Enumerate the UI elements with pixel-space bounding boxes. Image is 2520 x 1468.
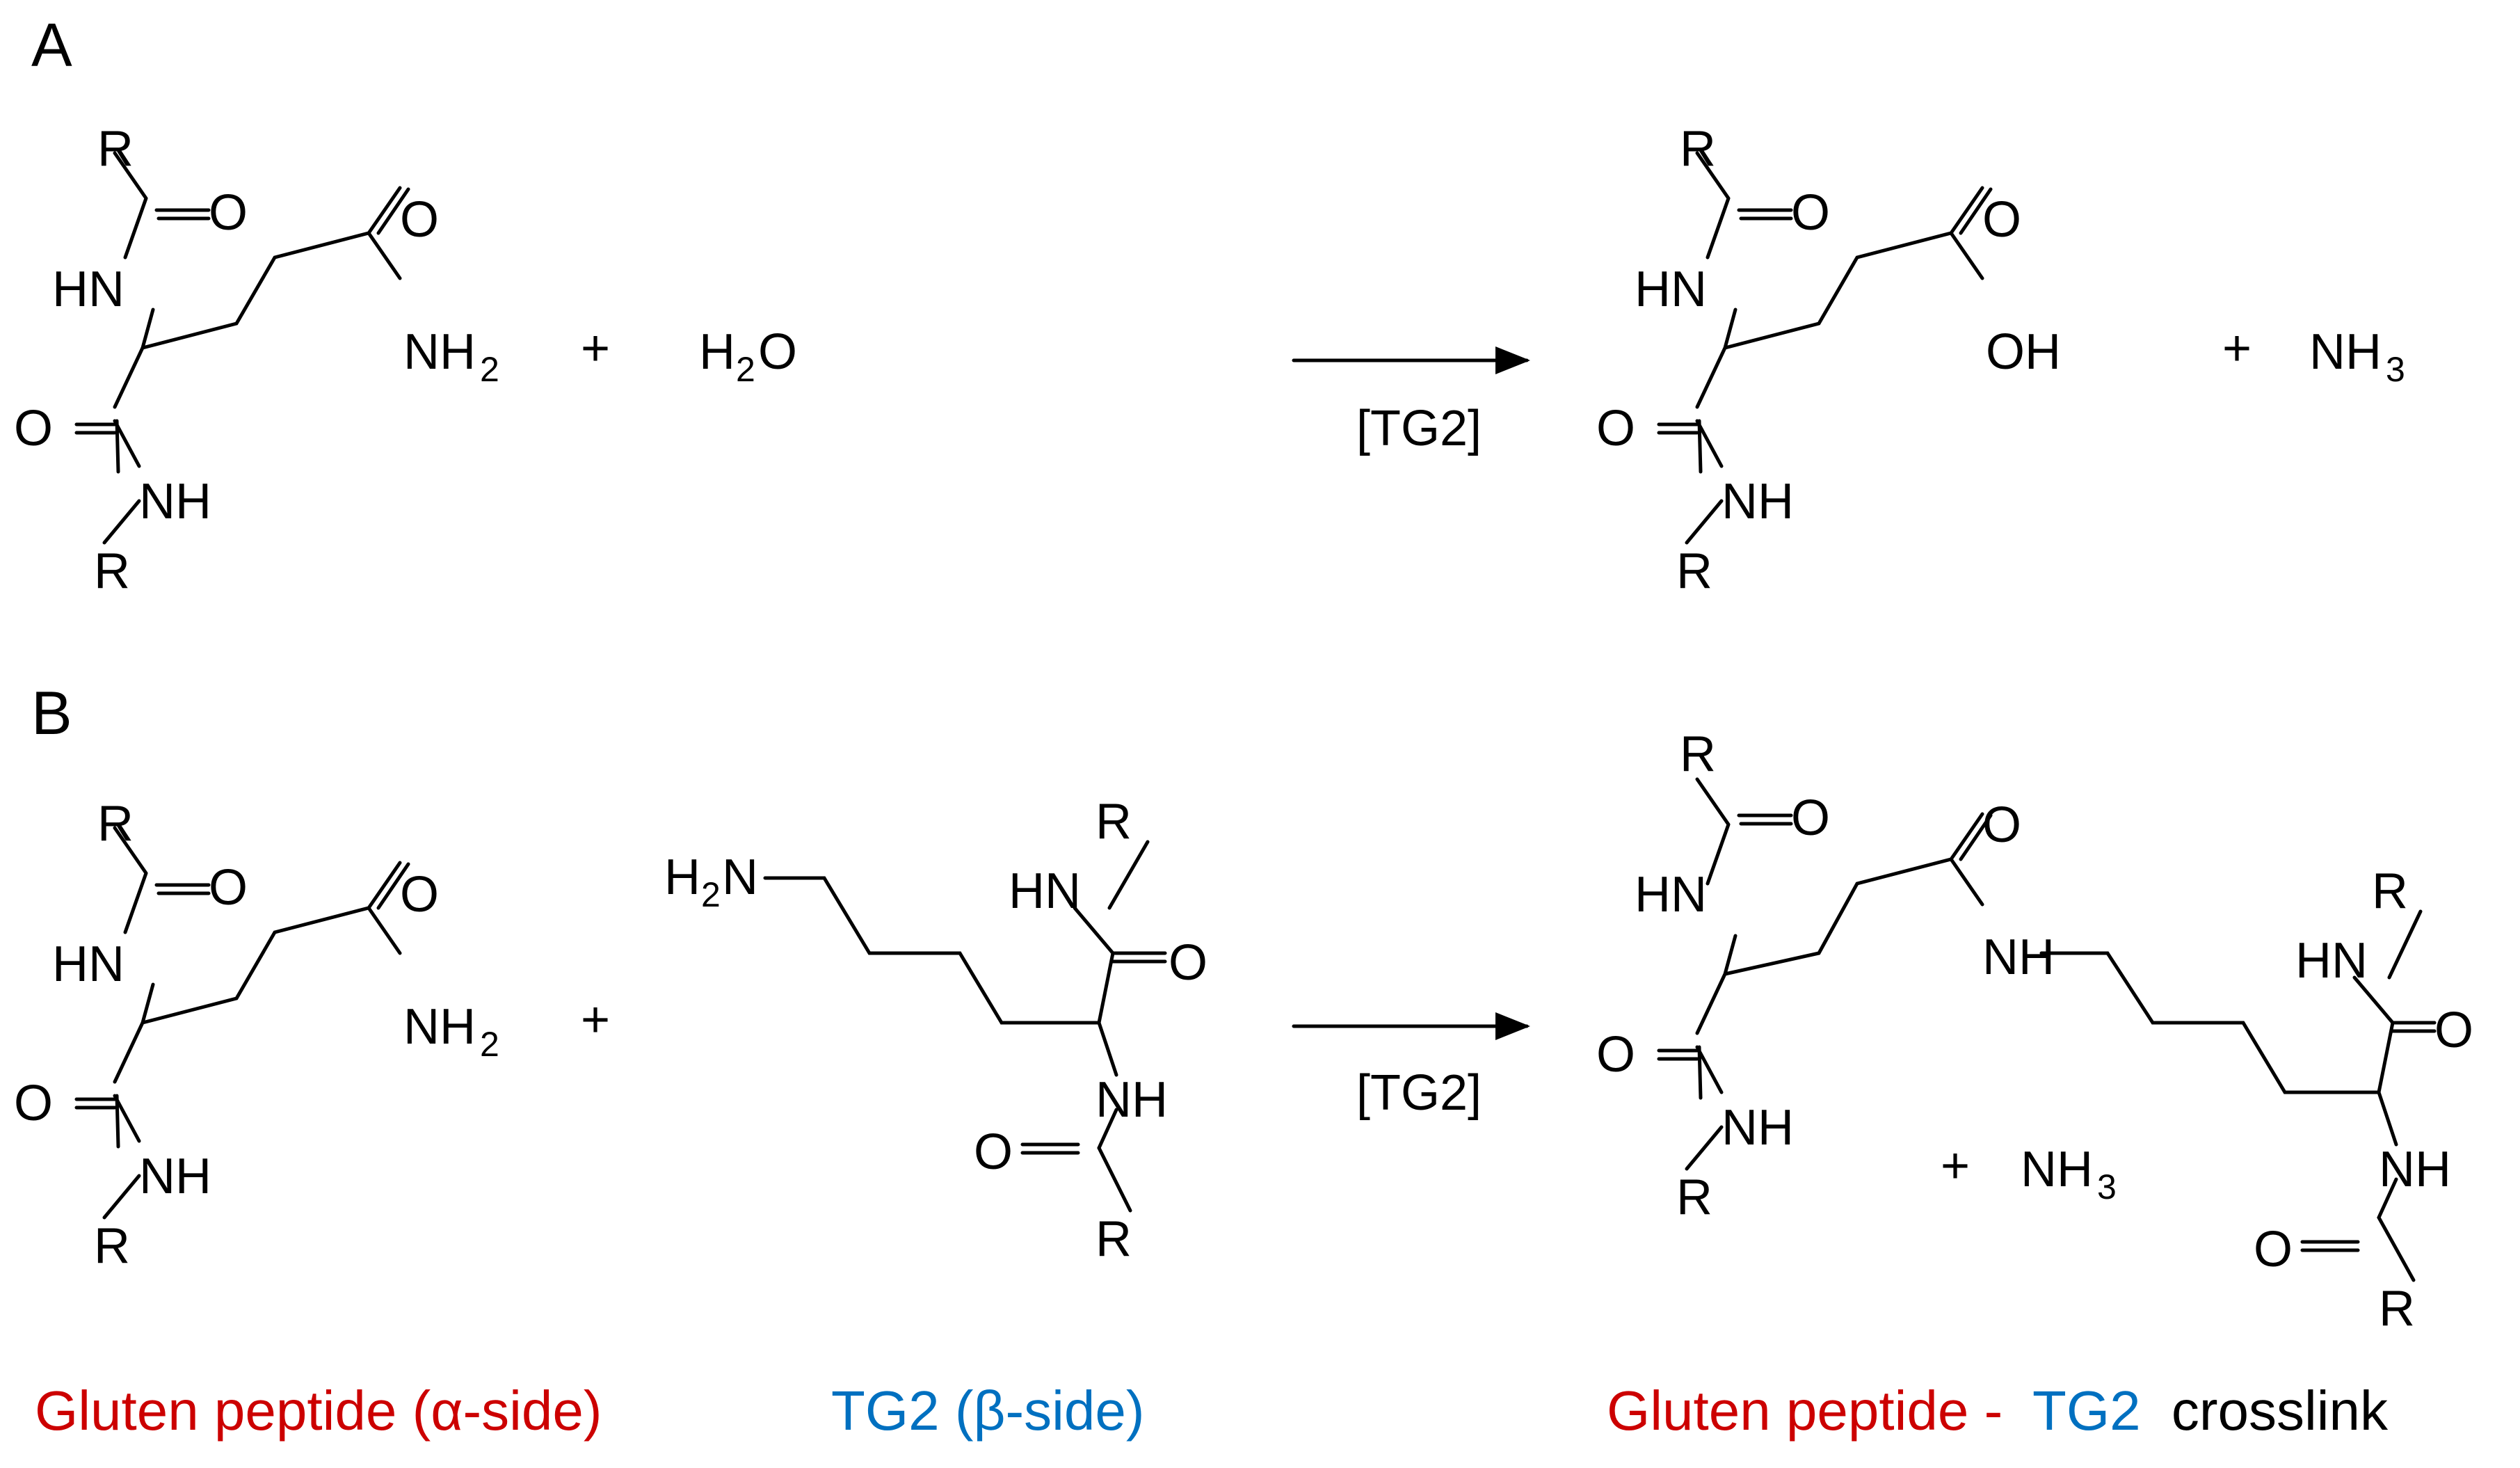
atom-nh: NH xyxy=(139,1149,211,1204)
atom-o: O xyxy=(1982,797,2021,853)
atom-hn: HN xyxy=(1635,867,1707,923)
atom-hn: HN xyxy=(1635,262,1707,317)
subscript-2: 2 xyxy=(480,1025,499,1064)
glutamine-residue-a xyxy=(74,151,410,545)
atom-o: O xyxy=(2254,1222,2293,1277)
atom-r: R xyxy=(1676,1170,1712,1225)
atom-n: N xyxy=(722,849,758,905)
plus-sign: + xyxy=(2222,321,2252,376)
atom-nh: NH xyxy=(1096,1072,1168,1128)
atom-o: O xyxy=(974,1124,1013,1180)
atom-r: R xyxy=(97,121,134,177)
atom-nh3: NH xyxy=(2309,324,2382,380)
atom-nh2: NH xyxy=(403,324,476,380)
glutamate-residue-a xyxy=(1657,151,1993,545)
atom-o: O xyxy=(758,324,797,380)
atom-h: H xyxy=(664,849,700,905)
atom-r: R xyxy=(1676,543,1712,599)
caption-gluten-peptide: Gluten peptide (α-side) xyxy=(35,1380,602,1442)
plus-sign: + xyxy=(581,992,610,1048)
atom-hn: HN xyxy=(52,262,125,317)
atom-r: R xyxy=(1680,726,1716,782)
atom-r: R xyxy=(94,1218,130,1274)
panel-label-a: A xyxy=(31,10,72,79)
catalyst-label-a: [TG2] xyxy=(1356,401,1482,456)
subscript-3: 3 xyxy=(2097,1167,2117,1206)
caption-crosslink-gluten: Gluten peptide - xyxy=(1607,1380,2003,1442)
subscript-3: 3 xyxy=(2386,350,2405,389)
subscript-2: 2 xyxy=(480,350,499,389)
panel-label-b: B xyxy=(31,678,72,747)
atom-r: R xyxy=(1096,1211,1132,1267)
atom-o: O xyxy=(1791,790,1830,846)
atom-o: O xyxy=(1596,1027,1635,1083)
atom-r: R xyxy=(2372,863,2408,919)
atom-o: O xyxy=(400,192,439,248)
caption-crosslink-rest: crosslink xyxy=(2172,1380,2389,1442)
ammonia-molecule: NH 3 xyxy=(2309,324,2405,389)
caption-crosslink-tg2: TG2 xyxy=(2032,1380,2141,1442)
atom-r: R xyxy=(1680,121,1716,177)
atom-nh: NH xyxy=(1722,1100,1794,1156)
ammonia-molecule-b: NH 3 xyxy=(2021,1142,2117,1206)
atom-nh: NH xyxy=(2379,1142,2451,1197)
plus-sign: + xyxy=(1941,1138,1970,1194)
atom-oh: OH xyxy=(1986,324,2061,380)
atom-nh3: NH xyxy=(2021,1142,2093,1197)
plus-sign: + xyxy=(581,321,610,376)
atom-o: O xyxy=(1791,185,1830,241)
atom-nh: NH xyxy=(1982,930,2055,985)
atom-o: O xyxy=(14,1076,53,1131)
lysine-residue-b xyxy=(763,840,1167,1213)
atom-nh2: NH xyxy=(403,999,476,1055)
atom-r: R xyxy=(2379,1281,2415,1337)
atom-o: O xyxy=(209,185,248,241)
atom-r: R xyxy=(97,796,134,852)
atom-o: O xyxy=(1596,401,1635,456)
atom-hn: HN xyxy=(1009,863,1081,919)
water-molecule: H 2 O xyxy=(699,324,797,389)
atom-nh: NH xyxy=(139,474,211,529)
amine-group: H 2 N xyxy=(664,849,758,914)
atom-o: O xyxy=(1169,935,1207,991)
atom-r: R xyxy=(1096,794,1132,849)
atom-hn: HN xyxy=(2295,933,2368,989)
atom-o: O xyxy=(209,860,248,916)
atom-o: O xyxy=(400,867,439,923)
atom-o: O xyxy=(1982,192,2021,248)
atom-r: R xyxy=(94,543,130,599)
caption-tg2: TG2 (β-side) xyxy=(831,1380,1145,1442)
atom-o: O xyxy=(14,401,53,456)
atom-nh: NH xyxy=(1722,474,1794,529)
glutamine-residue-b xyxy=(74,826,410,1220)
subscript-2: 2 xyxy=(701,875,721,914)
subscript-2: 2 xyxy=(736,350,755,389)
atom-h: H xyxy=(699,324,735,380)
atom-o: O xyxy=(2434,1003,2473,1058)
caption-crosslink: Gluten peptide - TG2 crosslink xyxy=(1607,1380,2389,1442)
catalyst-label-b: [TG2] xyxy=(1356,1065,1482,1121)
crosslink-product xyxy=(1657,777,2437,1282)
atom-hn: HN xyxy=(52,936,125,992)
